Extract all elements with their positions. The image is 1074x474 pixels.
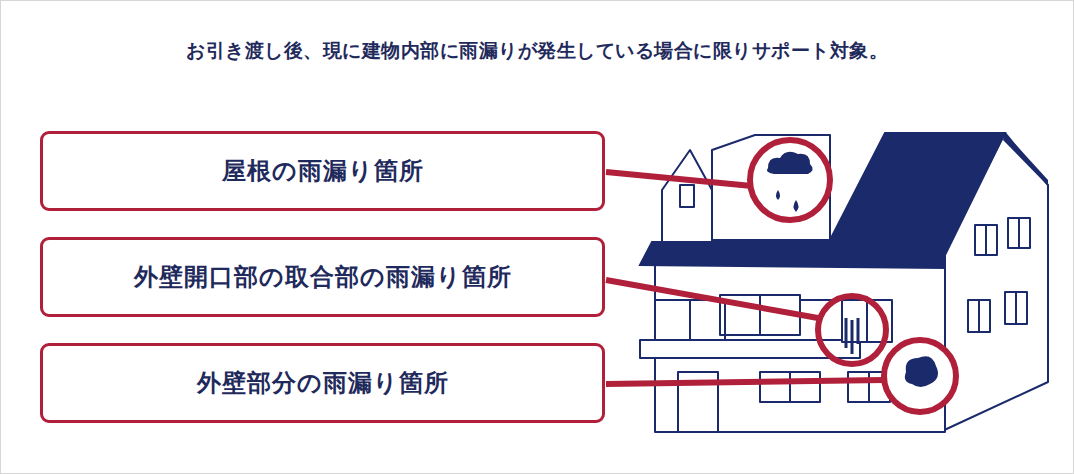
heading: お引き渡し後、現に建物内部に雨漏りが発生している場合に限りサポート対象。 xyxy=(20,38,1054,64)
callout-box: 外壁開口部の取合部の雨漏り箇所 xyxy=(40,237,605,317)
callout-box: 屋根の雨漏り箇所 xyxy=(40,131,605,211)
callout-text: 屋根の雨漏り箇所 xyxy=(208,155,438,187)
callout-box: 外壁部分の雨漏り箇所 xyxy=(40,343,605,423)
callout-text: 外壁開口部の取合部の雨漏り箇所 xyxy=(120,261,526,293)
callout-text: 外壁部分の雨漏り箇所 xyxy=(183,367,463,399)
